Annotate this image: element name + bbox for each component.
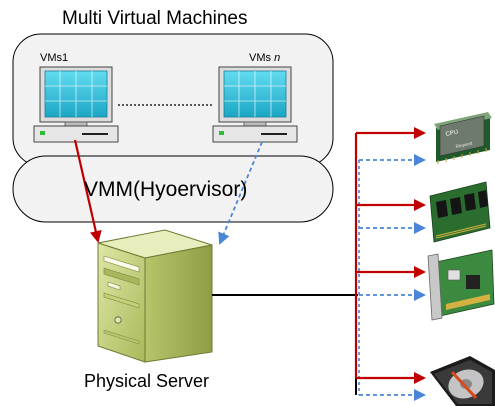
vmn-computer-icon <box>212 66 298 143</box>
vmn-to-server-arrow <box>218 141 263 245</box>
cpu-chip-text: CPU <box>445 129 459 138</box>
vm1-computer-icon <box>33 66 119 143</box>
vmm-label: VMM(Hyoervisor) <box>84 178 248 201</box>
vm1-to-server-arrow <box>73 139 102 243</box>
network-card-icon <box>427 249 495 321</box>
multi-vm-title: Multi Virtual Machines <box>62 8 248 29</box>
physical-server-label: Physical Server <box>84 371 210 391</box>
resource-branch-arrows <box>356 127 426 401</box>
vm1-label: VMs1 <box>40 52 69 64</box>
physical-server-icon <box>97 229 213 363</box>
cpu-chip-icon: CPU Request <box>434 112 492 164</box>
hard-disk-icon <box>430 356 495 406</box>
vmn-label-prefix: VMs <box>249 52 275 64</box>
cpu-chip-subtext: Request <box>455 140 473 149</box>
vmm-container <box>12 155 334 223</box>
vmn-label-var: n <box>274 52 281 64</box>
vmn-label: VMs n <box>249 52 280 64</box>
ram-module-icon <box>429 181 491 243</box>
